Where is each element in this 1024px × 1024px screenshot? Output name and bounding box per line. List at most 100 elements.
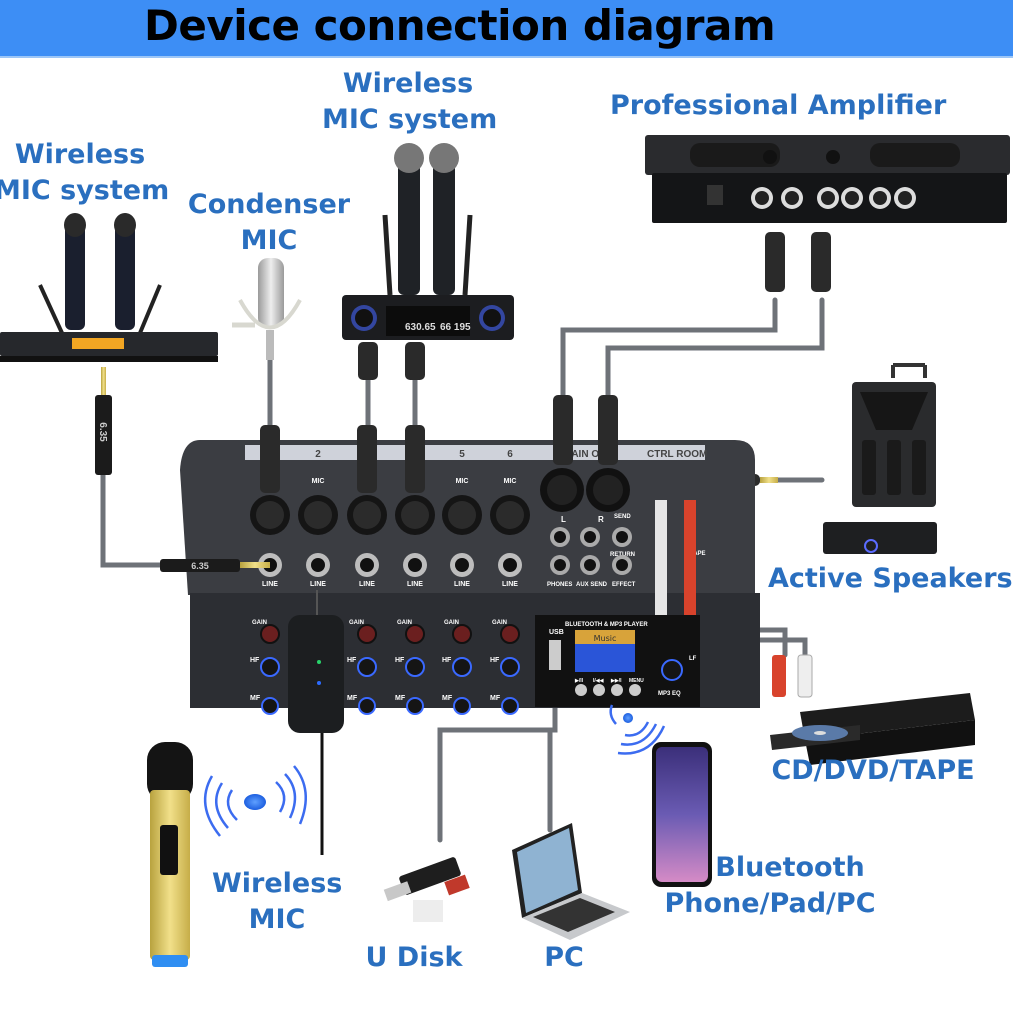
hf-label: HF	[250, 657, 260, 664]
label-line: Wireless	[342, 68, 474, 99]
cable-wireless-system-to-line1	[100, 467, 173, 568]
active-speakers	[705, 363, 937, 554]
cable-amp-to-mainout-r	[605, 297, 825, 403]
out-l: L	[561, 515, 566, 524]
gain-knob[interactable]	[452, 624, 472, 644]
gain-knob[interactable]	[500, 624, 520, 644]
label-wireless-mic-system-left: Wireless MIC system	[0, 137, 170, 209]
xlr-input-inner	[401, 501, 429, 529]
usb-label: USB	[549, 629, 564, 636]
channel-header: 6	[507, 449, 513, 460]
label-line: Wireless	[14, 139, 146, 170]
mf-knob[interactable]	[453, 697, 471, 715]
main-out-section: MAIN OUT CTRL ROOM L R SEND RETURN PHONE…	[540, 395, 813, 698]
line-label: LINE	[359, 581, 375, 588]
hf-knob[interactable]	[357, 657, 377, 677]
line-input-hole	[360, 558, 374, 572]
return-label: RETURN	[610, 552, 635, 558]
mp3-button-prev[interactable]	[593, 684, 605, 696]
cd-dvd-player	[770, 693, 975, 765]
label-wireless-mic-system-center: Wireless MIC system	[322, 66, 497, 138]
gain-knob[interactable]	[357, 624, 377, 644]
label-line: MIC system	[0, 175, 170, 206]
mf-knob[interactable]	[501, 697, 519, 715]
gain-knob[interactable]	[405, 624, 425, 644]
send-label: SEND	[614, 514, 631, 520]
bluetooth-phone	[652, 742, 712, 887]
xlr-input-inner	[496, 501, 524, 529]
label-wireless-mic: Wireless MIC	[212, 866, 342, 938]
usb-port[interactable]	[549, 640, 561, 670]
xlr-plug	[357, 425, 377, 493]
line-input-hole	[408, 558, 422, 572]
ctrl-room-header: CTRL ROOM	[647, 449, 707, 460]
condenser-mic	[232, 258, 302, 360]
hf-knob[interactable]	[500, 657, 520, 677]
mf-label: MF	[347, 695, 358, 702]
mp3-panel-title: BLUETOOTH & MP3 PLAYER	[565, 622, 648, 628]
effect-label: EFFECT	[612, 582, 636, 588]
mp3-button-next[interactable]	[611, 684, 623, 696]
u-disk	[383, 857, 470, 922]
line-label: LINE	[407, 581, 423, 588]
label-line: Active Speakers	[768, 563, 1013, 594]
mf-knob[interactable]	[261, 697, 279, 715]
hf-label: HF	[442, 657, 452, 664]
mf-knob[interactable]	[406, 697, 424, 715]
label-line: Phone/Pad/PC	[664, 888, 876, 919]
channel-header: 5	[459, 449, 465, 460]
label-bluetooth-devices: Bluetooth Phone/Pad/PC	[656, 850, 884, 922]
mp3-button-play[interactable]	[575, 684, 587, 696]
label-line: PC	[544, 942, 584, 973]
line-label: LINE	[454, 581, 470, 588]
gain-knob[interactable]	[260, 624, 280, 644]
wireless-handheld-mic	[147, 742, 193, 967]
xlr-plug	[405, 425, 425, 493]
page-title: Device connection diagram	[144, 1, 776, 50]
hf-label: HF	[395, 657, 405, 664]
jack-plug-vertical: 6.35	[95, 367, 112, 475]
wireless-mic-system-left	[0, 213, 218, 362]
mp3-button-label: MENU	[629, 678, 644, 684]
xlr-input-inner	[304, 501, 332, 529]
hf-label: HF	[347, 657, 357, 664]
gain-label: GAIN	[252, 620, 267, 626]
aux-send-label: AUX SEND	[576, 582, 608, 588]
phones-label: PHONES	[547, 582, 572, 588]
line-label: LINE	[310, 581, 326, 588]
tape-label: TAPE	[690, 551, 706, 557]
xlr-input-inner	[256, 501, 284, 529]
mf-label: MF	[250, 695, 261, 702]
receiver-freq-a: 630.65	[405, 322, 436, 333]
bluetooth-signal-icon	[609, 704, 666, 755]
mf-knob[interactable]	[358, 697, 376, 715]
mf-label: MF	[490, 695, 501, 702]
mp3-button-menu[interactable]	[629, 684, 641, 696]
hf-knob[interactable]	[452, 657, 472, 677]
mp3-eq-knob[interactable]	[661, 659, 683, 681]
xlr-plug	[260, 425, 280, 493]
hf-knob[interactable]	[405, 657, 425, 677]
gain-label: GAIN	[492, 620, 507, 626]
label-cd-dvd-tape: CD/DVD/TAPE	[768, 753, 978, 789]
label-line: Bluetooth	[715, 852, 865, 883]
mic-label: MIC	[312, 478, 325, 485]
mp3-eq-label: MP3 EQ	[658, 691, 681, 697]
label-line: Condenser	[187, 189, 351, 220]
wireless-receiver-dongle	[288, 590, 344, 855]
xlr-input-inner	[353, 501, 381, 529]
wireless-signal-icon	[203, 765, 307, 837]
gain-label: GAIN	[444, 620, 459, 626]
channel-header: 2	[315, 449, 321, 460]
hf-knob[interactable]	[260, 657, 280, 677]
label-line: CD/DVD/TAPE	[771, 755, 975, 786]
jack-plug-horizontal: 6.35	[160, 559, 270, 572]
line-input-hole	[311, 558, 325, 572]
mf-label: MF	[442, 695, 453, 702]
out-r: R	[598, 515, 604, 524]
pc-laptop	[512, 823, 630, 940]
label-line: MIC	[240, 225, 298, 256]
title-banner: Device connection diagram	[0, 0, 1013, 58]
line-input-hole	[503, 558, 517, 572]
